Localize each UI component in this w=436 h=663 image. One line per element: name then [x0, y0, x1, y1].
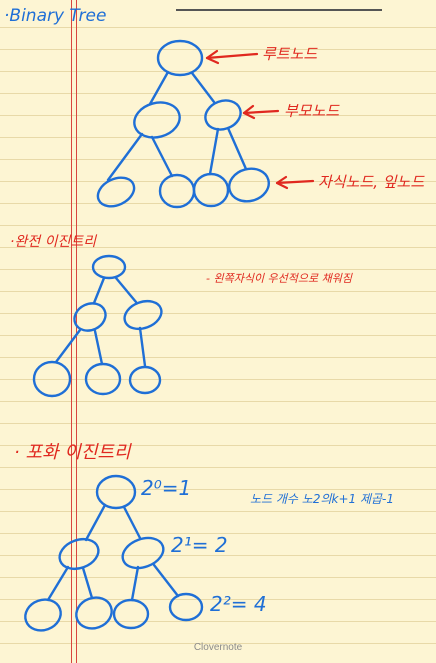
ruled-line — [0, 467, 436, 468]
arrow-to-parent — [242, 109, 280, 115]
ruled-line — [0, 577, 436, 578]
ruled-line — [0, 511, 436, 512]
ruled-line — [0, 533, 436, 534]
edge — [46, 565, 70, 602]
edge — [152, 563, 180, 598]
node — [58, 537, 100, 571]
top-bar — [176, 9, 382, 11]
edge — [81, 566, 94, 600]
ruled-line — [0, 335, 436, 336]
arrow-to-child — [275, 179, 315, 185]
ruled-line — [0, 357, 436, 358]
watermark: Clovernote — [193, 642, 243, 653]
ruled-line — [0, 401, 436, 402]
margin-line-right — [76, 0, 77, 663]
node — [128, 365, 162, 395]
node — [112, 598, 150, 630]
parent-node-left — [133, 101, 181, 139]
node — [84, 362, 122, 396]
node — [121, 536, 165, 570]
ruled-line — [0, 313, 436, 314]
edge — [150, 135, 174, 178]
edge — [122, 505, 142, 540]
node — [32, 360, 72, 398]
level2-count: 2²= 4 — [210, 592, 267, 616]
full-tree-title: · 포화 이진트리 — [14, 442, 131, 463]
ruled-line — [0, 489, 436, 490]
edge — [84, 503, 107, 542]
ruled-line — [0, 423, 436, 424]
level1-count: 2¹= 2 — [171, 533, 228, 557]
ruled-line — [0, 269, 436, 270]
edge — [92, 276, 106, 305]
ruled-line — [0, 93, 436, 94]
edge — [93, 329, 104, 366]
ruled-line — [0, 599, 436, 600]
ruled-line — [0, 27, 436, 28]
ruled-line — [0, 181, 436, 182]
node — [91, 254, 127, 280]
leaf-node-4 — [228, 167, 270, 203]
ruled-line — [0, 115, 436, 116]
level0-count: 2⁰=1 — [141, 476, 192, 500]
edge — [130, 565, 140, 602]
ruled-line — [0, 137, 436, 138]
child-node-label: 자식노드, 잎노드 — [318, 173, 425, 191]
node — [95, 474, 137, 510]
edge — [114, 276, 138, 304]
edge — [226, 126, 248, 171]
arrow-to-root — [205, 52, 259, 60]
edge — [148, 70, 170, 106]
leaf-node-2 — [158, 173, 196, 209]
edge — [106, 132, 144, 182]
ruled-line — [0, 643, 436, 644]
ruled-line — [0, 49, 436, 50]
title-binary-tree: ·Binary Tree — [4, 6, 107, 26]
ruled-line — [0, 291, 436, 292]
root-node-label: 루트노드 — [262, 45, 318, 63]
leaf-node-3 — [192, 172, 230, 208]
ruled-line — [0, 445, 436, 446]
ruled-line — [0, 159, 436, 160]
edge — [190, 71, 216, 104]
root-node — [156, 39, 204, 77]
node — [75, 596, 113, 630]
complete-tree-description: - 왼쪽자식이 우선적으로 채워짐 — [206, 272, 353, 285]
ruled-line — [0, 225, 436, 226]
ruled-line — [0, 71, 436, 72]
ruled-line — [0, 379, 436, 380]
full-tree-description: 노드 개수 노2의k+1 제곱-1 — [250, 492, 395, 506]
edge — [54, 328, 82, 364]
edge — [208, 127, 220, 176]
ruled-line — [0, 247, 436, 248]
ruled-line — [0, 621, 436, 622]
edge — [138, 326, 147, 368]
leaf-node-1 — [96, 176, 136, 208]
node — [123, 299, 163, 331]
margin-line-left — [71, 0, 72, 663]
complete-binary-tree-diagram — [32, 254, 163, 398]
full-binary-tree-diagram — [24, 474, 204, 632]
node — [168, 592, 204, 622]
node — [73, 302, 107, 332]
parent-node-right — [204, 99, 242, 131]
complete-tree-title: ·완전 이진트리 — [10, 234, 97, 250]
ruled-line — [0, 555, 436, 556]
node — [24, 598, 62, 632]
binary-tree-diagram — [96, 39, 270, 209]
parent-node-label: 부모노드 — [284, 102, 340, 120]
